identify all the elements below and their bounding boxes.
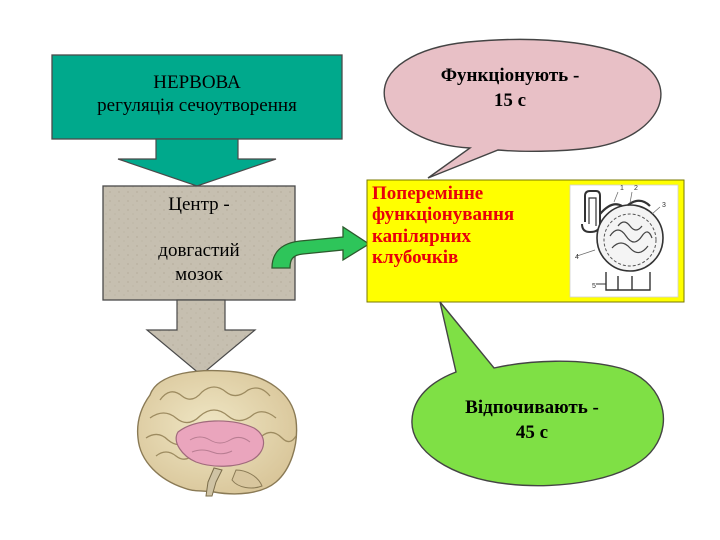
alternation-line-3: капілярних [372, 225, 472, 247]
alternation-line-2: функціонування [372, 204, 515, 226]
regulation-subtitle: регуляція сечоутворення [97, 94, 297, 116]
regulation-box-text: НЕРВОВА регуляція сечоутворення [52, 72, 342, 118]
center-title: Центр - [168, 194, 230, 215]
resting-callout-text: Відпочивають - 45 с [432, 396, 632, 445]
nephron-label-3: 3 [662, 202, 666, 209]
brain-illustration [136, 369, 298, 497]
nephron-label-1: 1 [620, 185, 624, 192]
functioning-callout [383, 38, 662, 179]
resting-duration: 45 с [515, 421, 549, 443]
nephron-label-5: 5 [592, 283, 596, 290]
resting-callout [411, 301, 664, 487]
nephron-label-4: 4 [575, 254, 579, 261]
resting-label: Відпочивають - [465, 397, 599, 418]
nephron-label-2: 2 [634, 185, 638, 192]
alternation-box-text: Поперемінне функціонування капілярних кл… [372, 183, 567, 269]
functioning-callout-text: Функціонують - 15 с [400, 64, 620, 113]
center-line-3: мозок [175, 263, 223, 285]
alternation-line-4: клубочків [372, 247, 459, 269]
center-line-2: довгастий [158, 239, 240, 261]
functioning-label: Функціонують - [440, 65, 580, 86]
alternation-line-1: Поперемінне [372, 183, 484, 204]
down-arrow-regulation-to-center [117, 138, 277, 187]
center-box [102, 185, 296, 301]
regulation-box [51, 54, 343, 140]
down-arrow-center-to-brain [145, 299, 257, 376]
curved-arrow-to-alternation [271, 225, 371, 269]
regulation-title: НЕРВОВА [153, 72, 241, 93]
center-box-text: Центр - довгастий мозок [103, 193, 295, 286]
functioning-duration: 15 с [493, 89, 527, 111]
nephron-illustration [569, 184, 679, 298]
